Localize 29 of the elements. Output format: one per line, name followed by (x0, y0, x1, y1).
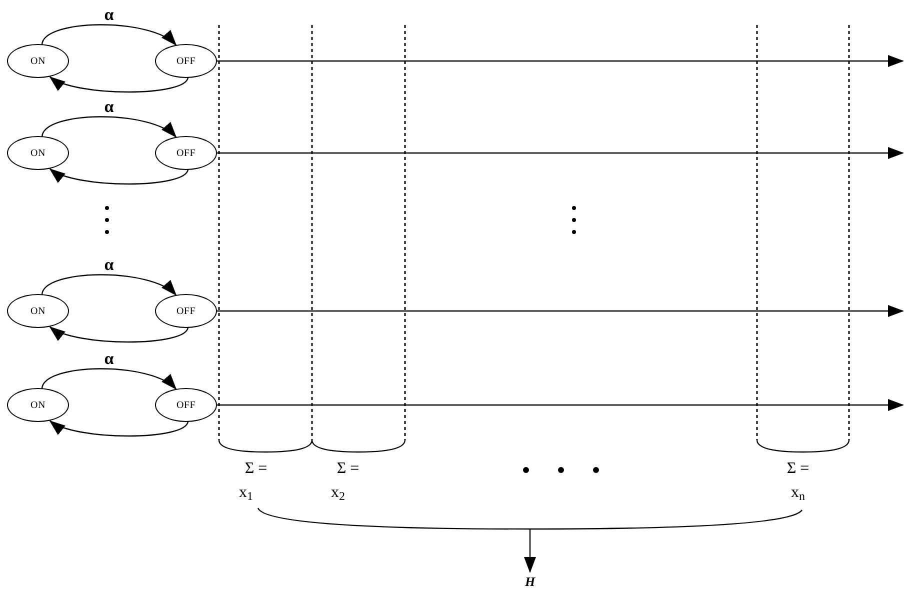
state-ellipse: OFF (155, 388, 217, 422)
sum-label: Σ = (244, 461, 268, 477)
state-ellipse: OFF (155, 44, 217, 78)
arrow (524, 529, 536, 573)
arrow (49, 420, 189, 437)
arrow (217, 305, 904, 317)
state-ellipse: ON (7, 136, 69, 170)
brace (258, 508, 802, 530)
sum-label: Σ = (336, 461, 360, 477)
arrow (49, 76, 189, 93)
arrow (49, 168, 189, 185)
arrow (49, 326, 189, 343)
state-ellipse: ON (7, 44, 69, 78)
state-ellipse: ON (7, 388, 69, 422)
variable-label: x$_{1}$ (239, 485, 253, 501)
state-ellipse: ON (7, 294, 69, 328)
variable-label: x$_{n}$ (791, 485, 805, 501)
arrow (41, 274, 177, 296)
state-ellipse: OFF (155, 294, 217, 328)
state-ellipse: OFF (155, 136, 217, 170)
arrow (41, 368, 177, 390)
arrow (217, 55, 904, 67)
output-label: H (520, 574, 540, 590)
variable-label: x$_{2}$ (331, 485, 345, 501)
arrow (217, 147, 904, 159)
sum-label: Σ = (786, 461, 810, 477)
arrow (41, 116, 177, 138)
arrow (217, 399, 904, 411)
arrow (41, 24, 177, 46)
